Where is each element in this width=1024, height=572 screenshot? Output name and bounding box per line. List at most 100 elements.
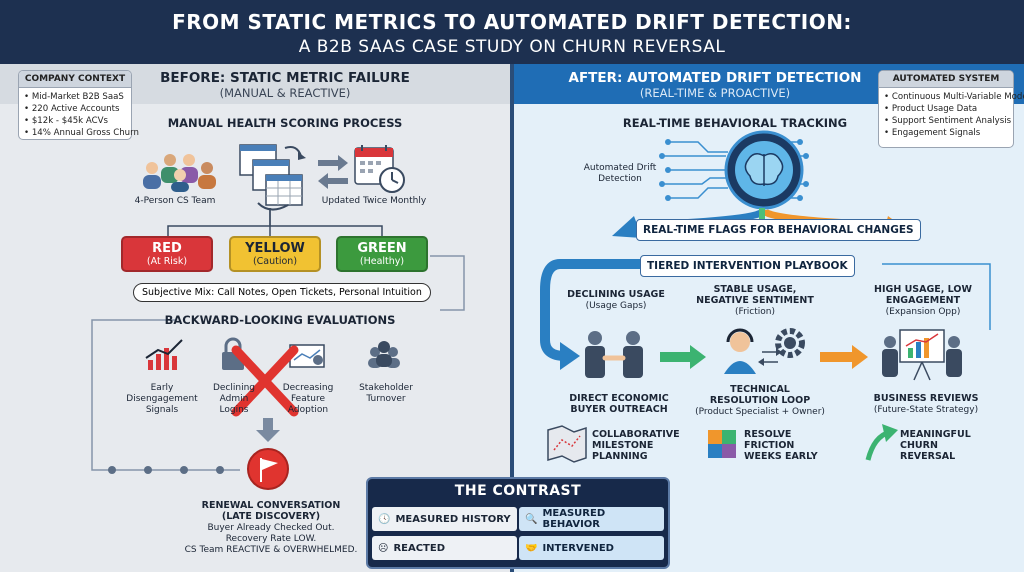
spreadsheet-icon <box>239 144 303 206</box>
tier-title: HIGH USAGE, LOW ENGAGEMENT <box>874 284 972 306</box>
arrow-down-icon <box>256 418 280 442</box>
signal-label: Declining Admin Logins <box>212 383 256 415</box>
system-item: Support Sentiment Analysis <box>884 115 1011 127</box>
status-red-sub: (At Risk) <box>146 256 188 267</box>
context-item: 220 Active Accounts <box>24 103 126 115</box>
contrast-title: THE CONTRAST <box>454 483 582 499</box>
status-yellow-name: YELLOW <box>245 241 305 256</box>
team-icon <box>143 154 216 192</box>
tier-title: STABLE USAGE, NEGATIVE SENTIMENT <box>696 284 814 306</box>
backward-title: BACKWARD-LOOKING EVALUATIONS <box>164 313 396 327</box>
context-item: 14% Annual Gross Churn <box>24 127 139 139</box>
signal-label: Stakeholder Turnover <box>359 383 413 404</box>
renewal-title: RENEWAL CONVERSATION <box>201 500 341 511</box>
context-item: $12k - $45k ACVs <box>24 115 126 127</box>
contrast-after-label: INTERVENED <box>542 542 614 554</box>
status-green: GREEN (Healthy) <box>336 236 428 272</box>
arrow-right-icon <box>820 345 868 369</box>
tier-outcome: COLLABORATIVE MILESTONE PLANNING <box>592 429 680 462</box>
after-title: AFTER: AUTOMATED DRIFT DETECTION <box>568 70 862 86</box>
playbook-banner: TIERED INTERVENTION PLAYBOOK <box>640 255 855 277</box>
tier-action-sub: (Product Specialist + Owner) <box>695 407 825 417</box>
magnifier-icon: 🔍 <box>525 513 538 525</box>
tier-action: BUSINESS REVIEWS <box>873 393 979 404</box>
system-item: Product Usage Data <box>884 103 1008 115</box>
main-subtitle: A B2B SAAS CASE STUDY ON CHURN REVERSAL <box>298 37 726 57</box>
cross-icon <box>231 345 299 417</box>
automated-system-box: AUTOMATED SYSTEM Continuous Multi-Variab… <box>878 70 1024 148</box>
after-subtitle: (REAL-TIME & PROACTIVE) <box>639 86 791 100</box>
status-yellow-sub: (Caution) <box>252 256 298 267</box>
contrast-box: THE CONTRAST 🕓 MEASURED HISTORY 🔍 MEASUR… <box>366 477 670 569</box>
status-green-name: GREEN <box>357 241 407 256</box>
panel-divider <box>510 64 514 572</box>
status-yellow: YELLOW (Caution) <box>229 236 321 272</box>
drift-label: Automated Drift Detection <box>583 163 657 184</box>
renewal-line: Recovery Rate LOW. <box>225 534 317 544</box>
tier-sub: (Usage Gaps) <box>585 301 647 311</box>
tier-title: DECLINING USAGE <box>567 289 665 300</box>
process-title: MANUAL HEALTH SCORING PROCESS <box>167 116 403 130</box>
signal-label: Decreasing Feature Adoption <box>282 383 334 415</box>
automated-system-list: Continuous Multi-Variable Model Product … <box>879 88 1024 142</box>
signal-label: Early Disengagement Signals <box>126 383 198 415</box>
company-context-heading: COMPANY CONTEXT <box>19 71 131 88</box>
stakeholder-icon <box>368 341 400 368</box>
puzzle-icon <box>708 430 736 458</box>
company-context-list: Mid-Market B2B SaaS 220 Active Accounts … <box>19 88 139 142</box>
clock-icon: 🕓 <box>378 513 391 525</box>
contrast-after-cell: 🤝 INTERVENED <box>519 536 664 560</box>
status-red: RED (At Risk) <box>121 236 213 272</box>
renewal-line: CS Team REACTIVE & OVERWHELMED. <box>184 545 358 555</box>
chart-trend-icon <box>145 339 183 370</box>
contrast-after-label: MEASURED BEHAVIOR <box>542 508 606 530</box>
map-icon <box>547 425 587 463</box>
header: FROM STATIC METRICS TO AUTOMATED DRIFT D… <box>0 0 1024 64</box>
handshake-people-icon <box>585 331 643 378</box>
tier-outcome: MEANINGFUL CHURN REVERSAL <box>900 429 971 462</box>
contrast-before-cell: ☹ REACTED <box>372 536 517 560</box>
arrow-left-icon <box>318 173 348 189</box>
growth-arrow-icon <box>865 424 898 461</box>
tier-action: TECHNICAL RESOLUTION LOOP <box>709 384 811 406</box>
support-agent-icon <box>724 328 756 374</box>
arrow-right-icon <box>660 345 706 369</box>
updated-label: Updated Twice Monthly <box>321 196 427 206</box>
contrast-before-label: MEASURED HISTORY <box>395 513 511 525</box>
clock-icon <box>379 167 405 193</box>
handshake-icon: 🤝 <box>525 542 538 554</box>
main-title: FROM STATIC METRICS TO AUTOMATED DRIFT D… <box>172 10 852 34</box>
contrast-before-cell: 🕓 MEASURED HISTORY <box>372 507 517 531</box>
presentation-icon <box>882 329 962 381</box>
flag-icon <box>247 448 289 490</box>
brain-icon <box>724 130 804 210</box>
tier-outcome: RESOLVE FRICTION WEEKS EARLY <box>744 429 818 462</box>
contrast-after-cell: 🔍 MEASURED BEHAVIOR <box>519 507 664 531</box>
system-item: Continuous Multi-Variable Model <box>884 91 1024 103</box>
renewal-title-2: (LATE DISCOVERY) <box>221 511 321 522</box>
automated-system-heading: AUTOMATED SYSTEM <box>879 71 1013 88</box>
tier-action: DIRECT ECONOMIC BUYER OUTREACH <box>569 393 669 415</box>
status-green-sub: (Healthy) <box>359 256 405 267</box>
company-context-box: COMPANY CONTEXT Mid-Market B2B SaaS 220 … <box>18 70 139 142</box>
gear-icon <box>775 328 805 358</box>
subjective-mix-pill: Subjective Mix: Call Notes, Open Tickets… <box>133 283 431 302</box>
contrast-before-label: REACTED <box>393 542 445 554</box>
renewal-line: Buyer Already Checked Out. <box>207 523 335 533</box>
before-subtitle: (MANUAL & REACTIVE) <box>219 86 351 100</box>
tier-action-sub: (Future-State Strategy) <box>873 405 979 415</box>
tracking-title: REAL-TIME BEHAVIORAL TRACKING <box>622 116 848 130</box>
team-label: 4-Person CS Team <box>134 196 216 206</box>
tier-sub: (Expansion Opp) <box>885 307 961 317</box>
arrow-right-icon <box>318 155 348 171</box>
monitor-icon <box>289 344 325 368</box>
system-item: Engagement Signals <box>884 127 1008 139</box>
status-red-name: RED <box>152 241 182 256</box>
before-title: BEFORE: STATIC METRIC FAILURE <box>160 70 410 86</box>
worried-face-icon: ☹ <box>378 542 389 554</box>
tier-sub: (Friction) <box>735 307 775 317</box>
flags-banner: REAL-TIME FLAGS FOR BEHAVIORAL CHANGES <box>636 219 921 241</box>
context-item: Mid-Market B2B SaaS <box>24 91 126 103</box>
